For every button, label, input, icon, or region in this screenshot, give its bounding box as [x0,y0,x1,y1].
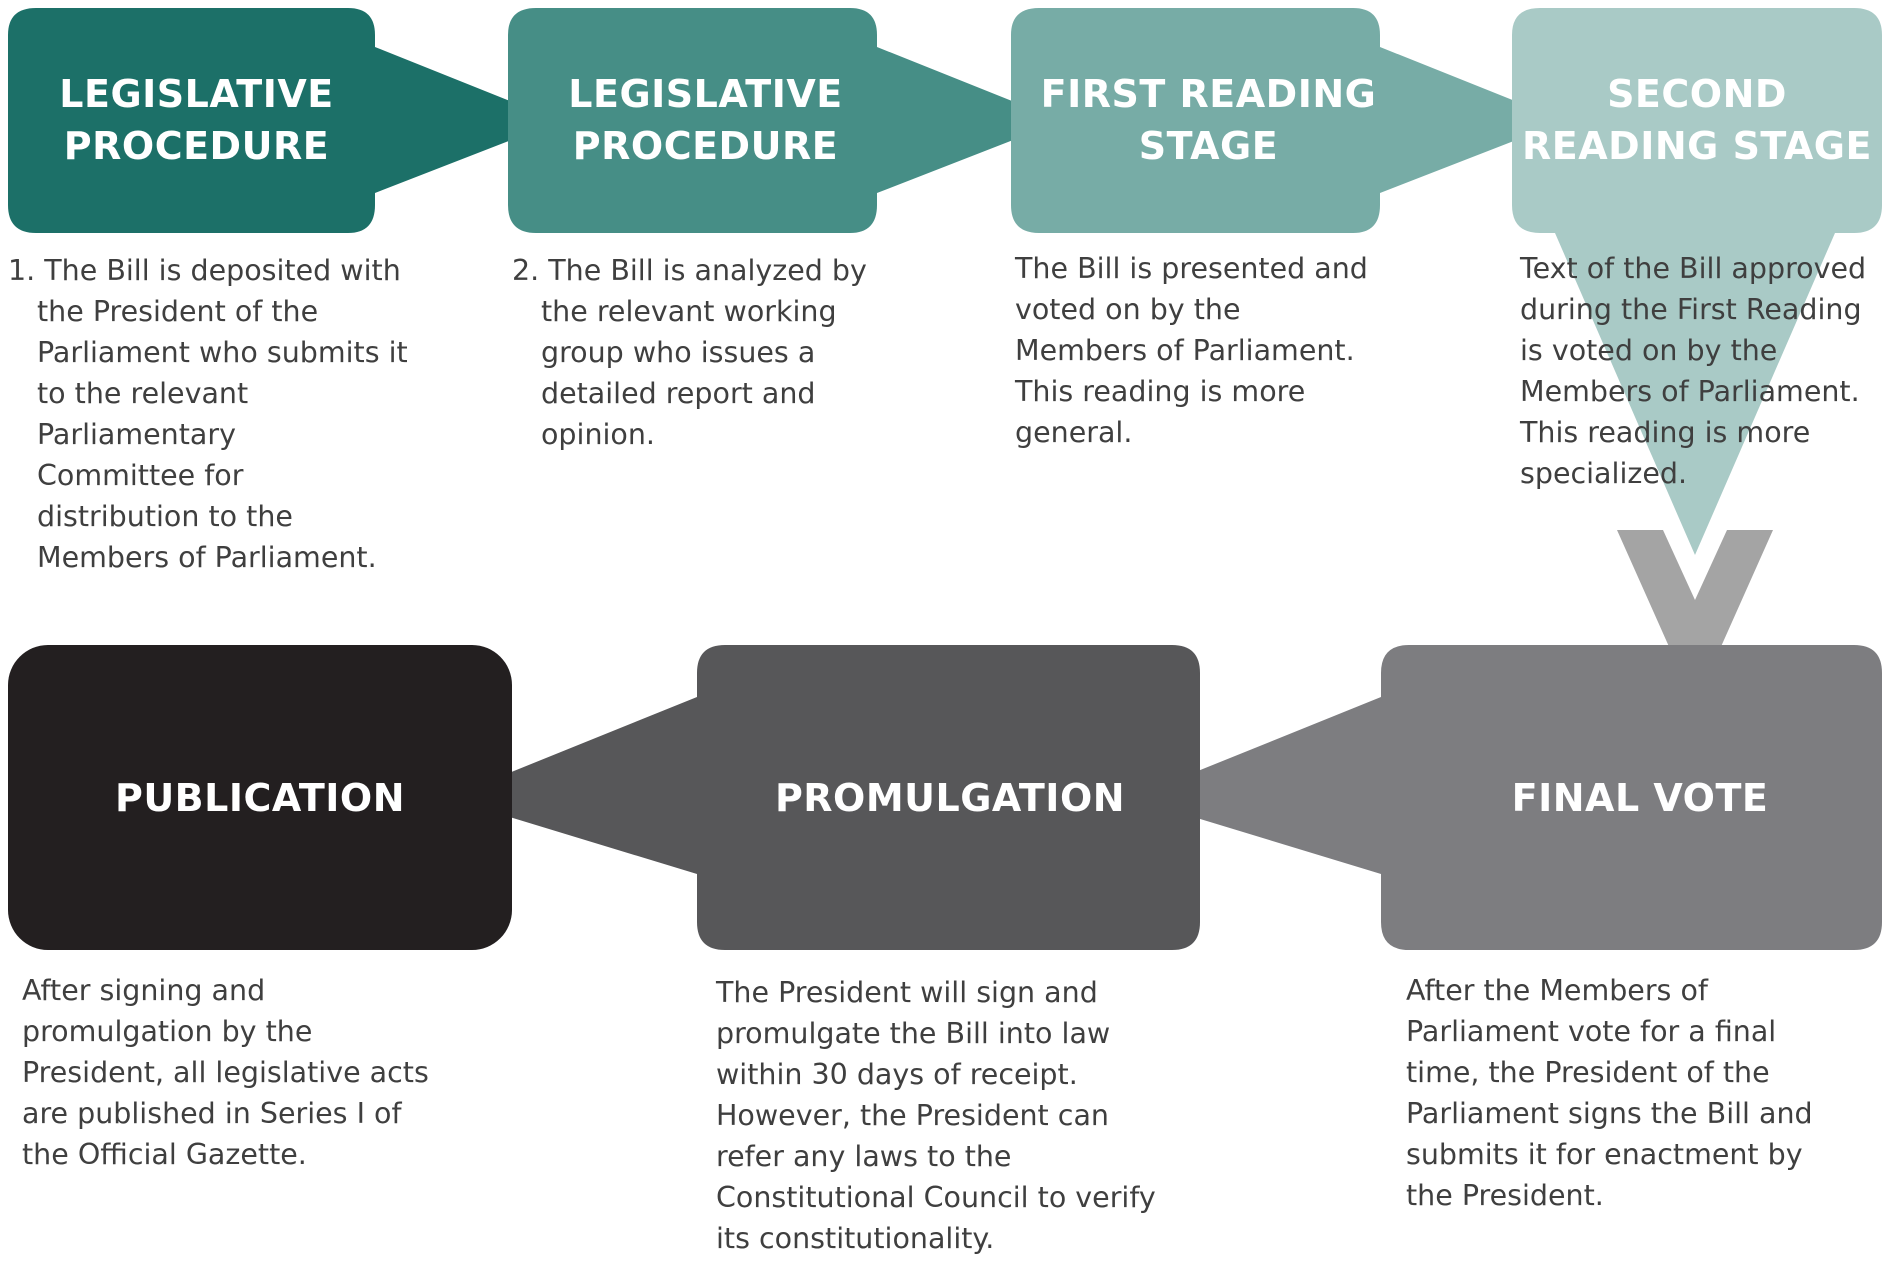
step-title-second-reading-stage: SECOND READING STAGE [1522,72,1872,168]
step-description-legislative-procedure-1: 1. The Bill is deposited with the Presid… [8,254,408,574]
step-title-legislative-procedure-2: LEGISLATIVE PROCEDURE [568,72,843,168]
step-shape-publication [8,645,512,950]
step-description-legislative-procedure-2: 2. The Bill is analyzed by the relevant … [512,254,867,451]
step-description-final-vote: After the Members of Parliament vote for… [1406,974,1813,1212]
step-shape-first-reading-stage [1011,8,1565,233]
step-description-second-reading-stage: Text of the Bill approved during the Fir… [1520,252,1867,490]
step-description-publication: After signing and promulgation by the Pr… [22,974,429,1171]
step-shape-second-reading-stage [1512,8,1882,555]
step-shape-final-vote [1131,645,1882,950]
down-chevron-connector [1617,530,1773,705]
step-title-legislative-procedure-1: LEGISLATIVE PROCEDURE [59,72,334,168]
step-title-promulgation: PROMULGATION [774,776,1126,820]
step-shape-legislative-procedure-2 [508,8,1062,233]
step-description-promulgation: The President will sign and promulgate t… [716,976,1156,1255]
step-shape-legislative-procedure-1 [8,8,560,233]
step-title-first-reading-stage: FIRST READING STAGE [1040,72,1377,168]
step-title-publication: PUBLICATION [114,776,406,820]
step-shape-promulgation [447,645,1200,950]
step-title-final-vote: FINAL VOTE [1511,776,1769,820]
step-description-first-reading-stage: The Bill is presented and voted on by th… [1015,252,1368,449]
